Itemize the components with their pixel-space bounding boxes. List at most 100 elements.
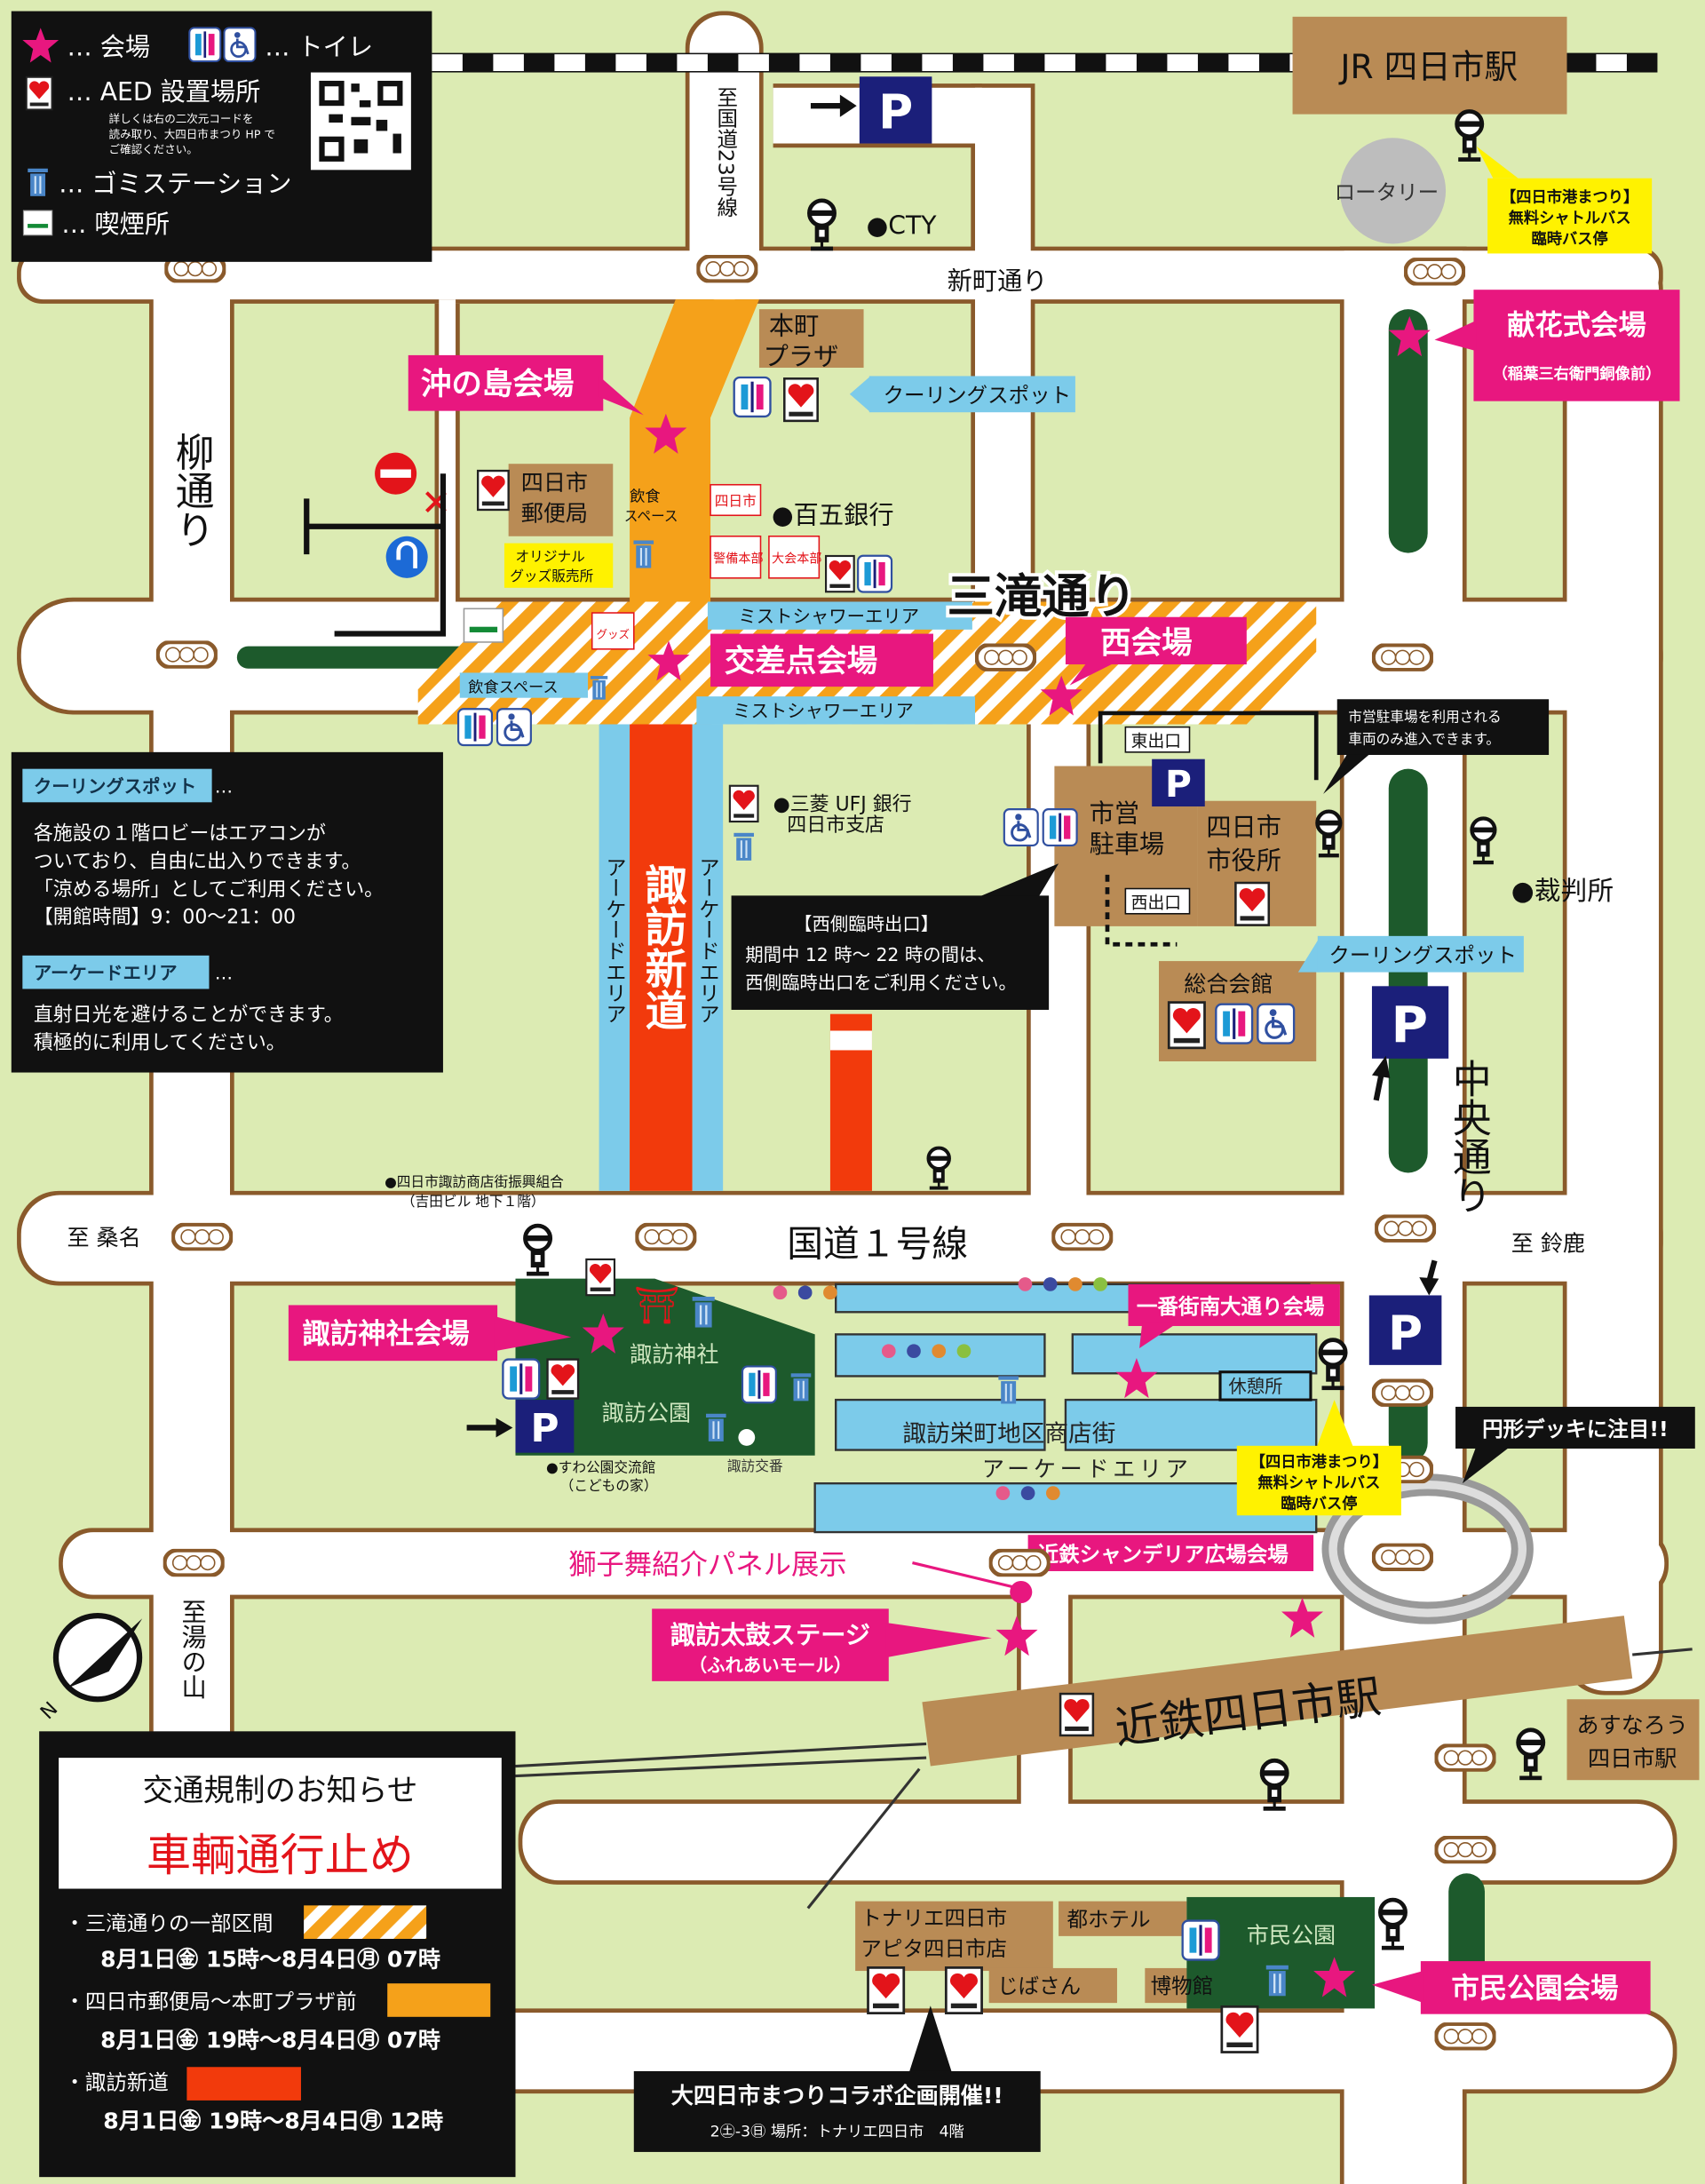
svg-text:直射日光を避けることができます。: 直射日光を避けることができます。 — [34, 1005, 344, 1027]
pointer — [849, 376, 871, 413]
aed-icon — [585, 1258, 616, 1297]
aed-icon — [25, 75, 53, 111]
detour-route — [304, 473, 447, 637]
parking-icon[interactable]: P — [1165, 763, 1192, 806]
mist-shower-area — [696, 696, 976, 725]
shotengai-assoc-label: （吉田ビル 地下１階） — [401, 1193, 545, 1210]
west-exit-notice: 【西側臨時出口】 期間中 12 時～ 22 時の間は、 西側臨時出口をご利用くだ… — [731, 863, 1059, 1010]
toilet-icon — [857, 554, 893, 593]
honmachi-plaza-label: 本町 — [769, 311, 819, 340]
closure-gap — [829, 1030, 872, 1051]
shishimai-label[interactable]: 獅子舞紹介パネル展示 — [568, 1549, 847, 1581]
toilet-icon — [1181, 1919, 1220, 1961]
svg-text:警備本部: 警備本部 — [713, 552, 763, 567]
aed-icon — [546, 1358, 580, 1400]
traffic-signal-icon — [1374, 1380, 1432, 1405]
goods-tag: グッズ — [596, 627, 630, 640]
yanagi-street-label: 柳通り — [169, 432, 214, 549]
shuttle-bus-notice-top: 【四日市港まつり】 無料シャトルバス 臨時バス停 — [1476, 146, 1653, 254]
eating-space-label: 飲食スペース — [468, 679, 558, 696]
venue-shimin[interactable]: 市民公園会場 — [1371, 1961, 1651, 2014]
svg-text:2㊏-3㊐ 場所：トナリエ四日市 4階: 2㊏-3㊐ 場所：トナリエ四日市 4階 — [710, 2124, 964, 2141]
east-exit — [1124, 726, 1191, 753]
toilet-icon — [188, 27, 222, 63]
venue-label: 交差点会場 — [725, 644, 878, 679]
wheelchair-icon — [496, 707, 533, 747]
eating-space — [459, 672, 589, 698]
aed-icon — [476, 469, 510, 512]
traffic-signal-icon — [637, 1224, 695, 1249]
svg-text:積極的に利用してください。: 積極的に利用してください。 — [34, 1032, 286, 1054]
parking-markers[interactable]: P P P P P — [515, 76, 1449, 1453]
east-entry-route — [1098, 711, 1319, 781]
aed-icon — [1167, 1001, 1206, 1050]
court-label: ●裁判所 — [1511, 876, 1614, 907]
svg-text:…: … — [215, 775, 233, 797]
arrows — [466, 94, 1439, 1438]
suwa-hall-label: （こどもの家） — [560, 1477, 658, 1494]
eating-space-label: スペース — [624, 508, 678, 525]
parking-icon[interactable]: P — [1388, 1306, 1423, 1362]
smoking-icon — [22, 210, 53, 236]
goods-shop — [504, 543, 614, 588]
to-suzuka-label: 至 鈴鹿 — [1511, 1230, 1585, 1256]
suwa-shrine-label: 諏訪神社 — [630, 1342, 718, 1368]
median-green — [1388, 309, 1428, 553]
honmachi-plaza-label: プラザ — [764, 342, 839, 371]
venue-nishi[interactable]: 西会場 — [1065, 616, 1247, 686]
post-office-label: 郵便局 — [521, 501, 588, 527]
legend-toilet: … トイレ — [265, 33, 373, 62]
traffic-subtitle: 車輌通行止め — [147, 1829, 414, 1881]
torii-icon: ⛩ — [634, 1284, 680, 1327]
toilet-icon — [741, 1365, 777, 1404]
venue-kousaten[interactable]: 交差点会場 — [710, 633, 933, 687]
traffic-signal-icon — [1436, 1745, 1495, 1770]
parking-icon[interactable]: P — [1392, 997, 1428, 1054]
parking-icon[interactable]: P — [530, 1406, 559, 1451]
venue-kenka[interactable]: 献花式会場 （稲葉三右衛門銅像前） — [1434, 290, 1680, 401]
rest-area-label: 休憩所 — [1228, 1376, 1282, 1397]
mist-shower-label: ミストシャワーエリア — [733, 701, 914, 722]
venue-label: 献花式会場 — [1507, 309, 1646, 341]
parking-lot-label: 駐車場 — [1090, 830, 1165, 859]
chuo-street-label: 中央通り — [1446, 1059, 1491, 1215]
to-yunoyama-label: 至湯の山 — [178, 1599, 207, 1699]
wheelchair-icon — [223, 26, 257, 63]
miyako-hotel-label: 都ホテル — [1067, 1907, 1151, 1932]
svg-text:大四日市まつりコラボ企画開催!!: 大四日市まつりコラボ企画開催!! — [671, 2083, 1003, 2109]
venue-suwa-jinja[interactable]: 諏訪神社会場 — [288, 1305, 572, 1362]
venue-label: 諏訪太鼓ステージ — [670, 1621, 870, 1650]
parking-lot-label: 市営 — [1090, 798, 1139, 828]
info-panel: クーリングスポット … 各施設の１階ロビーはエアコンが ついており、自由に出入り… — [11, 751, 443, 1073]
svg-text:8月1日㊎ 19時～8月4日㊊ 07時: 8月1日㊎ 19時～8月4日㊊ 07時 — [100, 2027, 440, 2053]
mist-shower-label: ミストシャワーエリア — [738, 606, 919, 627]
svg-text:四日市: 四日市 — [715, 492, 757, 509]
venue-taiko[interactable]: 諏訪太鼓ステージ （ふれあいモール） — [652, 1608, 992, 1681]
svg-text:臨時バス停: 臨時バス停 — [1281, 1494, 1357, 1513]
traffic-signal-icon — [1436, 1838, 1495, 1862]
suwa-shindo-closure — [630, 724, 693, 1191]
west-exit — [1124, 887, 1191, 915]
aed-icon — [1059, 1692, 1095, 1737]
city-hall-label: 市役所 — [1206, 846, 1281, 876]
venue-sub-label: （ふれあいモール） — [689, 1655, 852, 1676]
mufg-label: 四日市支店 — [787, 814, 884, 837]
venue-ichibangai[interactable]: 一番街南大通り会場 — [1128, 1283, 1340, 1349]
svg-text:無料シャトルバス: 無料シャトルバス — [1257, 1473, 1380, 1492]
parking-icon[interactable]: P — [878, 84, 913, 139]
hyakugo-bank-label: ●百五銀行 — [772, 501, 894, 530]
tanabata-decorations — [773, 1277, 1107, 1500]
arcade-label-left: アーケードエリア — [602, 856, 627, 1023]
legend-trash: … ゴミステーション — [59, 169, 291, 198]
svg-text:アーケードエリア: アーケードエリア — [34, 962, 178, 983]
traffic-signal-icon — [1406, 259, 1464, 284]
cty-label: ●CTY — [867, 210, 938, 240]
jibasan-label: じばさん — [997, 1974, 1081, 1998]
venue-label: 市民公園会場 — [1451, 1972, 1618, 2005]
traffic-signal-icon — [157, 642, 216, 667]
svg-text:各施設の１階ロビーはエアコンが: 各施設の１階ロビーはエアコンが — [34, 823, 326, 846]
toilet-icon — [1215, 1003, 1254, 1044]
koban-label: 諏訪交番 — [727, 1457, 783, 1474]
venue-chandelier[interactable]: 近鉄シャンデリア広場会場 — [1027, 1535, 1314, 1571]
svg-text:車両のみ進入できます。: 車両のみ進入できます。 — [1348, 730, 1500, 747]
